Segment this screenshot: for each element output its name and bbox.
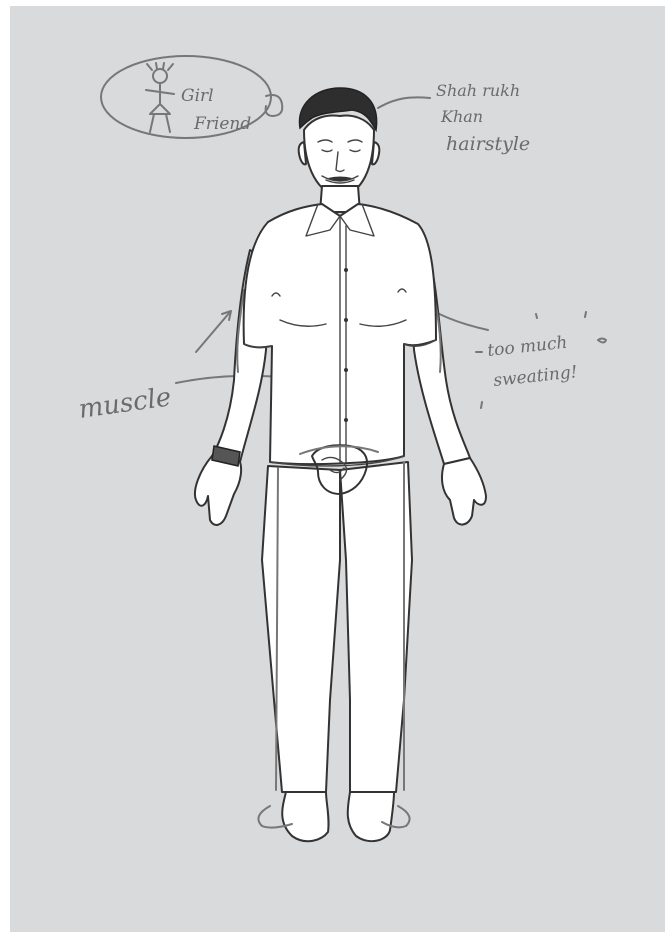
sweating-label-line1: too much — [486, 333, 568, 361]
left-hand — [195, 456, 241, 525]
girlfriend-label-line2: Friend — [193, 114, 251, 134]
left-leg — [262, 466, 340, 792]
man-figure — [195, 88, 486, 841]
hairstyle-annotation: Shah rukh Khan hairstyle — [378, 81, 530, 155]
sweating-label-line2: sweating! — [492, 362, 578, 391]
right-foot — [348, 792, 394, 841]
right-leg — [340, 462, 412, 792]
head — [304, 116, 374, 196]
thought-bubble: Girl Friend — [101, 56, 282, 138]
hairstyle-label-line2: Khan — [440, 107, 483, 126]
girlfriend-label-line1: Girl — [181, 86, 214, 106]
muscle-label: muscle — [77, 382, 173, 425]
hairstyle-label-line3: hairstyle — [446, 133, 530, 155]
stick-girl-icon — [146, 63, 174, 132]
right-hand — [442, 458, 486, 525]
left-foot — [282, 792, 328, 841]
hairstyle-label-line1: Shah rukh — [436, 81, 520, 100]
